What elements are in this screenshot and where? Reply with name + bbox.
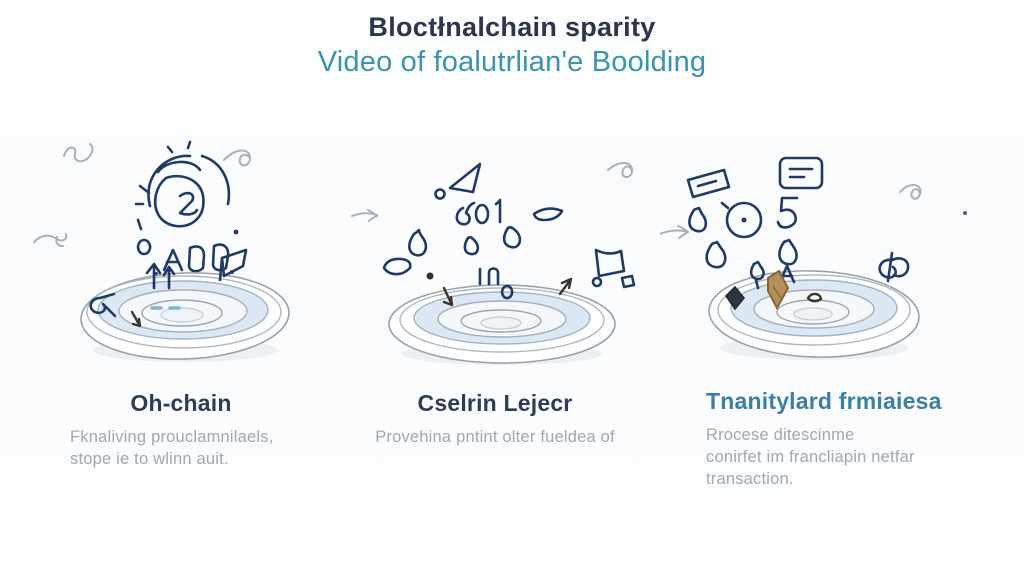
digit-six-icon (455, 201, 476, 226)
pebble-icon (806, 292, 823, 303)
droplet-icon (463, 236, 480, 256)
house-a-icon (162, 248, 184, 272)
bowl-sketch-2 (351, 162, 636, 365)
pennant-flag-icon (218, 248, 248, 282)
squiggle-icon (660, 225, 689, 239)
dot-token-icon (591, 276, 603, 288)
digit-one-icon (494, 198, 502, 224)
droplet-icon (688, 206, 708, 233)
up-arrows-icon (145, 262, 176, 290)
falling-tokens (408, 162, 564, 257)
droplet-icon (705, 240, 727, 269)
pennant-flag-icon (448, 162, 482, 194)
page-subtitle: Video of foalutrlian'e Boolding (317, 46, 707, 78)
squiggle-icon (899, 184, 922, 200)
dot-token-icon (434, 188, 446, 200)
pin-droplet-icon (749, 260, 765, 290)
bowl-sketch-3 (660, 156, 922, 360)
squiggle-icon (607, 162, 634, 178)
section-central-ledger: Cselrin Lejecr Provehina pntint olter fu… (366, 390, 624, 448)
ripple-bowl (388, 284, 616, 365)
droplet-icon (408, 228, 428, 257)
r-scribble-icon (89, 292, 117, 318)
section-description: Rrocese ditescinme conirfet im francliap… (706, 426, 915, 489)
squiggle-icon (351, 209, 378, 222)
flag-card-icon (594, 248, 626, 278)
section-on-chain: Oh-chain Fknaliving prouclamnilaels, sto… (70, 390, 292, 470)
illustration-transactions (660, 148, 962, 380)
header: Bloctłnalchain sparity Video of foalutrl… (0, 12, 1024, 79)
squiggle-icon (223, 149, 251, 167)
tilted-card-icon (686, 168, 731, 199)
falling-arrow-icon (442, 286, 454, 307)
ripple-bowl (80, 272, 290, 362)
clock-icon (725, 201, 763, 239)
droplet-icon (778, 238, 798, 266)
illustration-central-ledger (350, 152, 652, 384)
ripple-bowl (708, 270, 920, 360)
section-description: Provehina pntint olter fueldea of (375, 428, 615, 446)
house-o-icon (211, 243, 230, 272)
r-scribble-icon (878, 251, 910, 283)
house-o-icon (187, 245, 206, 273)
section-heading: Tnanitylard frmiaiesa (706, 388, 942, 414)
gold-gem-icon (767, 269, 790, 311)
droplet-icon (502, 226, 522, 249)
clock-doodle-icon (134, 140, 239, 276)
section-description: Fknaliving prouclamnilaels, stope ie to … (70, 428, 274, 469)
digit-five-icon (776, 196, 799, 229)
dish-slice-icon (532, 207, 564, 222)
digit-zero-icon (474, 203, 490, 225)
section-heading: Cselrin Lejecr (417, 390, 573, 416)
rune-tokens-icon (478, 267, 514, 300)
page-title: Bloctłnalchain sparity (368, 12, 656, 42)
illustration-on-chain (28, 126, 330, 378)
leaf-icon (382, 257, 412, 276)
section-heading: Oh-chain (130, 390, 232, 416)
message-card-icon (778, 156, 824, 190)
squiggle-icon (63, 143, 94, 163)
squiggle-icon (33, 233, 68, 247)
dot-token-icon (426, 272, 434, 280)
bowl-sketch-1 (33, 140, 290, 362)
rising-arrow-icon (558, 277, 573, 296)
falling-tokens (686, 156, 824, 269)
stray-dot (963, 211, 967, 215)
falling-arrow-icon (130, 310, 142, 328)
dark-gem-icon (724, 285, 746, 311)
small-square-icon (620, 274, 636, 289)
message-lines-icon (788, 167, 814, 179)
gold-gem-facet (772, 285, 782, 299)
section-transactions: Tnanitylard frmiaiesa Rrocese ditescinme… (706, 388, 942, 490)
